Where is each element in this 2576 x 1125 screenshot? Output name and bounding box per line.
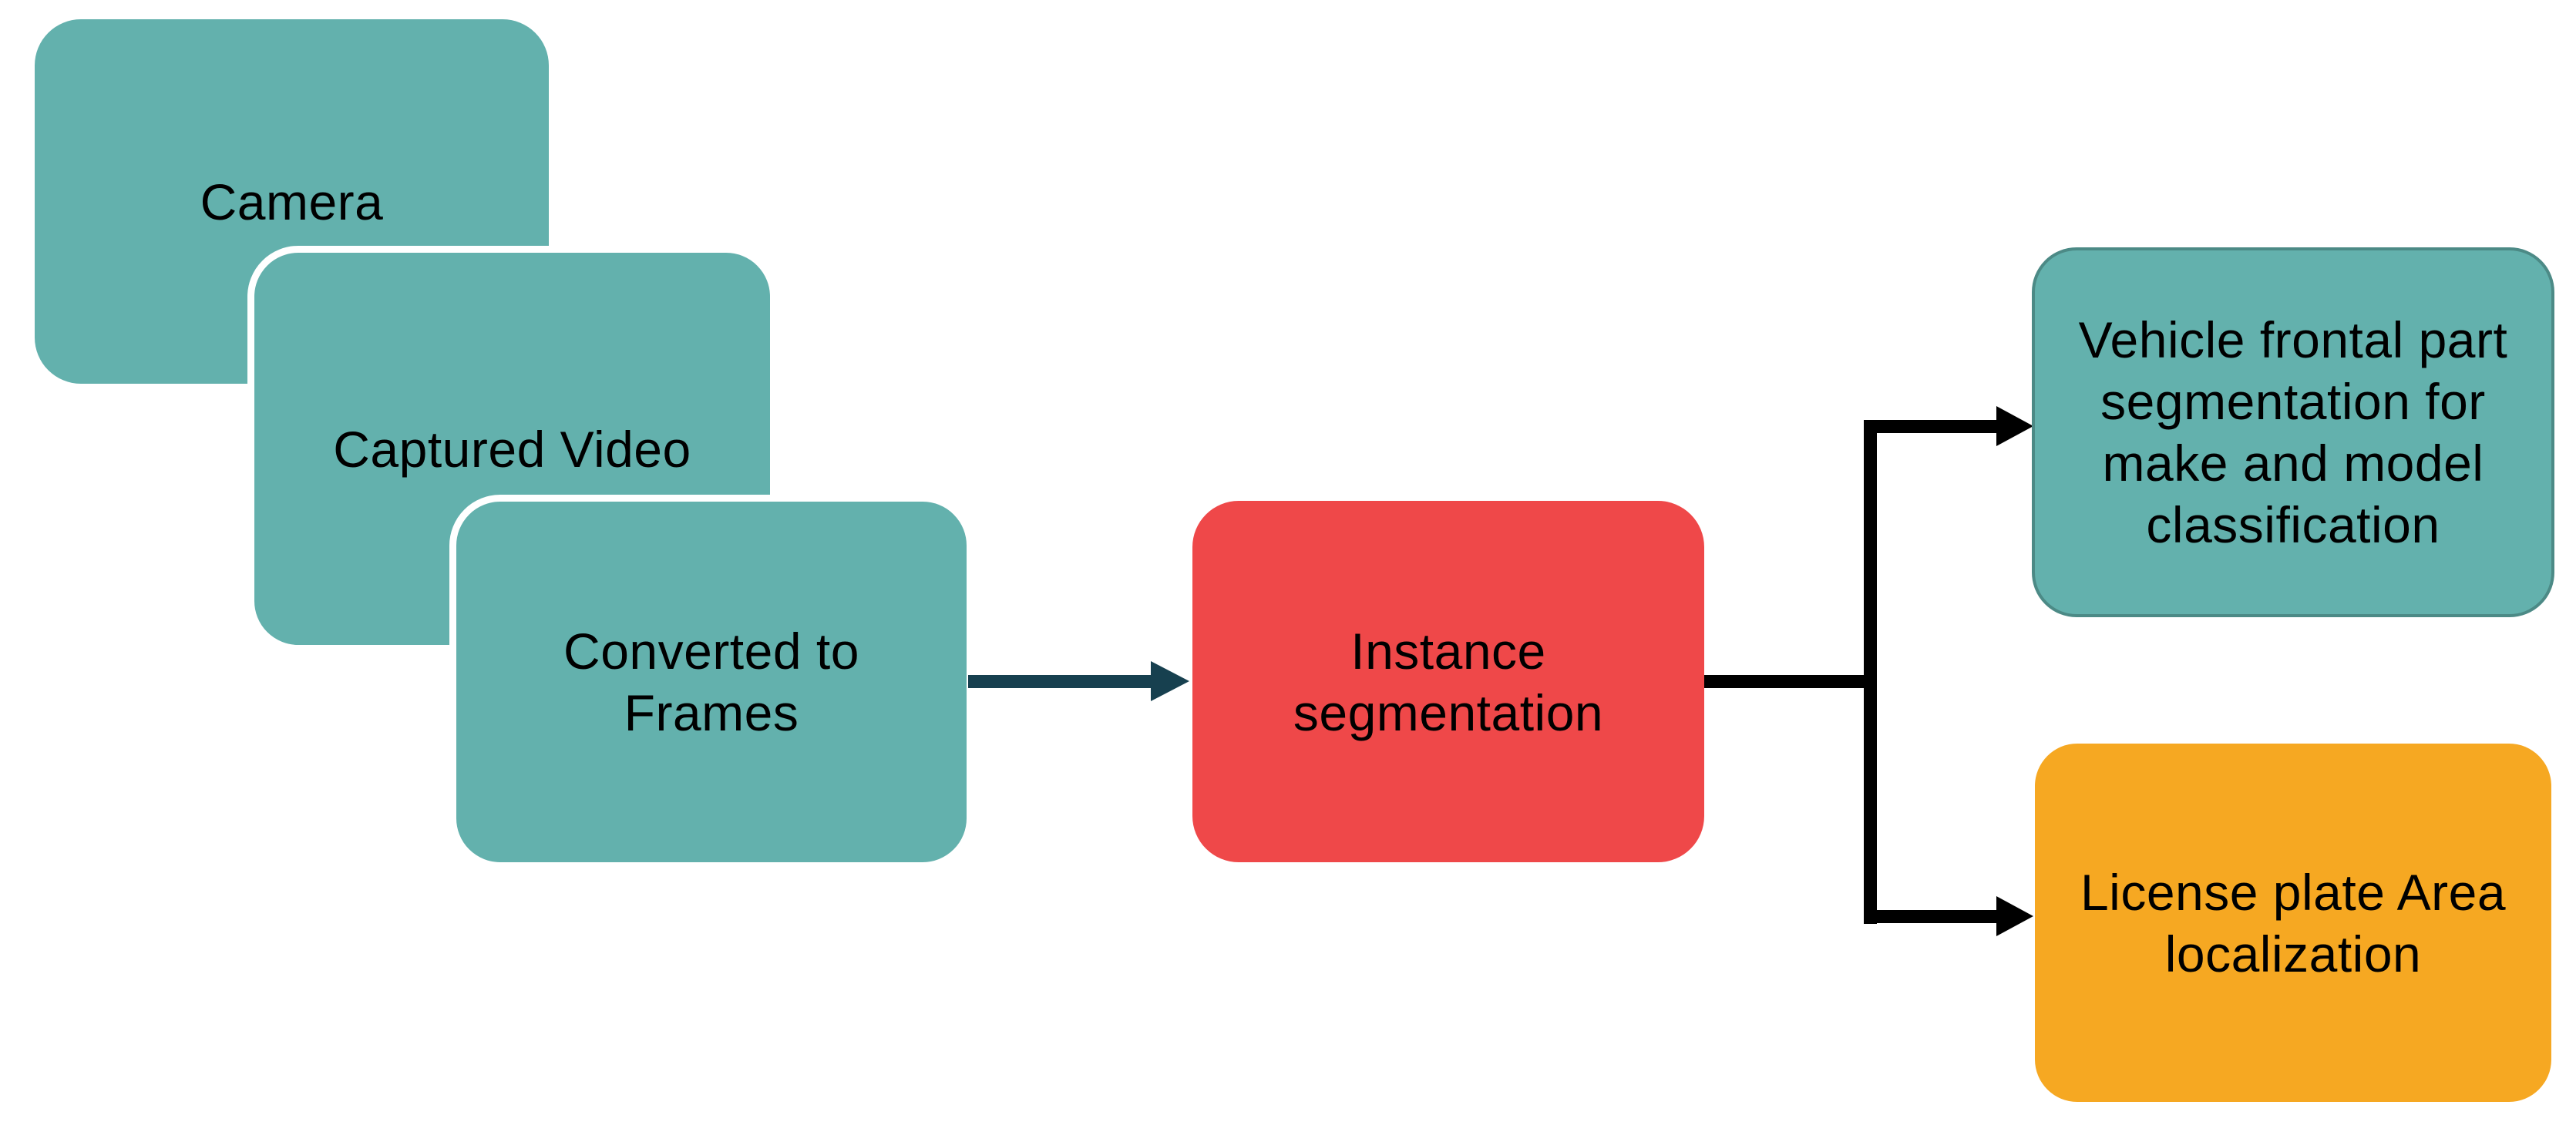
node-license-plate-localization: License plate Area localization [2035, 744, 2551, 1102]
connector-branch-vertical-line [1864, 420, 1877, 924]
arrow-converted-to-instance-line [968, 675, 1151, 688]
node-vehicle-frontal-segmentation-label: Vehicle frontal part segmentation for ma… [2078, 311, 2508, 553]
node-camera-label: Camera [200, 173, 384, 230]
node-vehicle-frontal-segmentation: Vehicle frontal part segmentation for ma… [2032, 247, 2554, 617]
arrowhead-right-icon [1996, 896, 2033, 936]
arrowhead-right-icon [1151, 661, 1189, 701]
arrow-branch-to-license-line [1864, 910, 1996, 923]
node-instance-segmentation: Instance segmentation [1192, 501, 1704, 862]
arrow-branch-to-vehicle-line [1864, 420, 1996, 433]
connector-instance-out-line [1704, 675, 1871, 688]
node-instance-segmentation-label: Instance segmentation [1293, 622, 1604, 741]
arrowhead-right-icon [1996, 406, 2033, 446]
node-license-plate-localization-label: License plate Area localization [2080, 863, 2507, 982]
node-converted-to-frames-label: Converted to Frames [563, 623, 859, 741]
node-converted-to-frames: Converted to Frames [449, 495, 974, 869]
node-captured-video-label: Captured Video [333, 420, 691, 478]
